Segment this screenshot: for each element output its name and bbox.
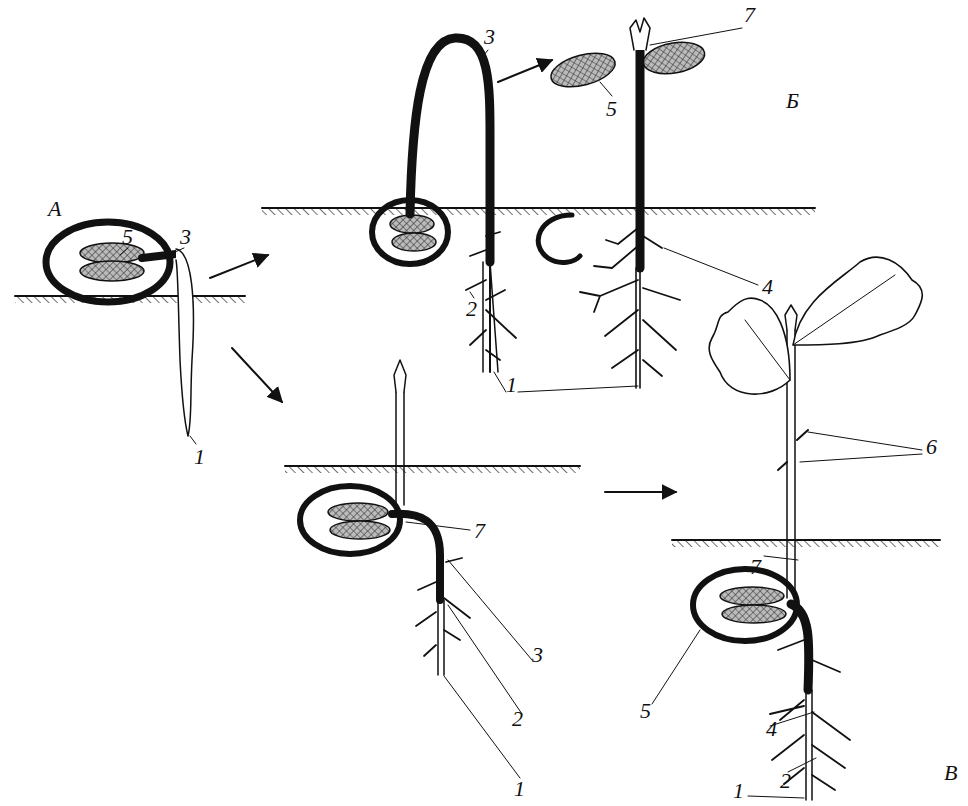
callout-number: 3 xyxy=(484,26,495,48)
callout-number: 1 xyxy=(514,778,525,800)
callout-number: 1 xyxy=(733,780,744,802)
callout-number: 7 xyxy=(750,556,761,578)
callout-number: 5 xyxy=(606,98,617,120)
callout-number: 1 xyxy=(194,446,205,468)
callout-number: 7 xyxy=(474,520,485,542)
callout-number: А xyxy=(48,198,61,220)
callout-number: 5 xyxy=(122,226,133,248)
callout-number: 6 xyxy=(926,436,937,458)
callout-number: 3 xyxy=(180,226,191,248)
callout-number: 2 xyxy=(512,708,523,730)
callout-number: 2 xyxy=(780,770,791,792)
callout-number: 3 xyxy=(532,644,543,666)
callout-number: 4 xyxy=(762,276,773,298)
callout-number: 1 xyxy=(506,374,517,396)
callout-number: В xyxy=(944,762,957,784)
callout-number: 5 xyxy=(640,700,651,722)
callout-number: 2 xyxy=(466,298,477,320)
callout-number: 4 xyxy=(766,718,777,740)
callout-number: 7 xyxy=(744,4,755,26)
callout-number: Б xyxy=(786,90,799,112)
